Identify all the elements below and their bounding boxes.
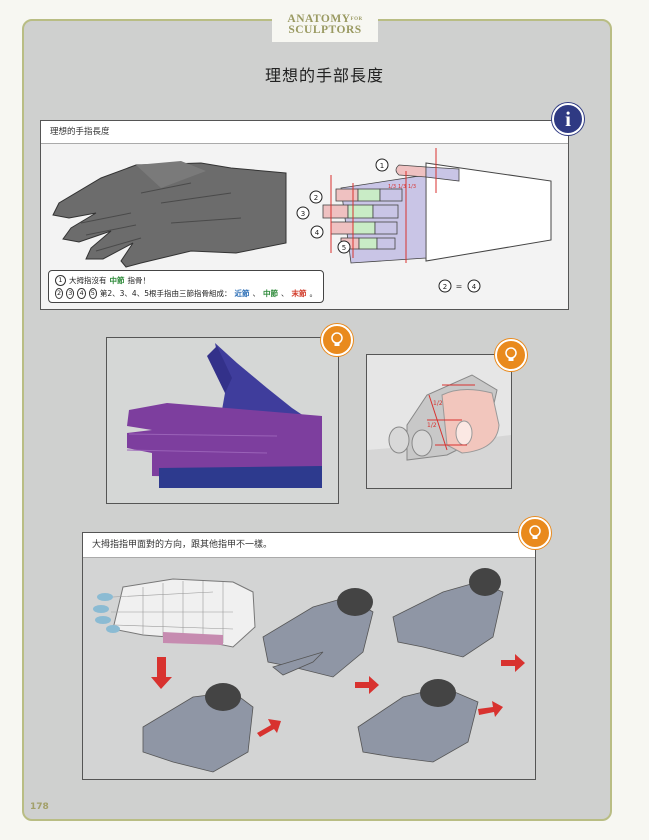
- lightbulb-icon: [519, 517, 551, 549]
- fraction-label: 1/3: [408, 184, 416, 190]
- fraction-label: 1/3: [388, 184, 396, 190]
- fraction-label: 1/2: [433, 400, 443, 407]
- svg-text:=: =: [456, 282, 463, 291]
- wireframe-hand-top-left: [93, 578, 256, 648]
- red-arrow-down: [151, 657, 172, 689]
- thumbnail-direction-panel: 大拇指指甲面對的方向，跟其他指甲不一樣。: [82, 517, 551, 780]
- panel-header: 大拇指指甲面對的方向，跟其他指甲不一樣。: [83, 533, 535, 558]
- hand-proportion-panel: [106, 324, 353, 504]
- finger-number-3: 3: [301, 210, 305, 218]
- finger-number-2: 2: [314, 194, 318, 202]
- dark-sleeve: [205, 568, 501, 711]
- logo: ANATOMYFOR SCULPTORS: [272, 13, 378, 42]
- svg-text:4: 4: [472, 283, 477, 291]
- page-number: 178: [30, 802, 49, 812]
- finger-length-illustration: 1/3 1/3 1/3 1 2 3 4 5 2 =: [52, 148, 552, 293]
- fraction-label: 1/3: [398, 184, 406, 190]
- fraction-label: 1/2: [427, 422, 437, 429]
- lightbulb-icon: [321, 324, 353, 356]
- svg-text:2: 2: [443, 283, 447, 291]
- finger-bone-diagram: 1/3 1/3 1/3 1 2 3 4 5: [296, 148, 552, 264]
- page-title: 理想的手部長度: [264, 66, 384, 85]
- note-line-thumb: 1 大拇指沒有中節指骨！: [55, 274, 317, 287]
- finger-number-1: 1: [380, 162, 384, 170]
- info-icon: i: [552, 103, 584, 135]
- panel-header: 理想的手指長度: [41, 121, 568, 144]
- finger-half-illustration: 1/2 1/2: [367, 374, 511, 488]
- thumbnail-direction-illustration: [93, 568, 525, 773]
- grey-hand-model: [142, 581, 504, 773]
- finger-equation: 2 = 4: [438, 279, 481, 293]
- hand-proportion-illustration: [126, 343, 322, 488]
- finger-number-5: 5: [342, 244, 346, 252]
- finger-half-panel: 1/2 1/2: [366, 339, 527, 489]
- lightbulb-icon: [495, 339, 527, 371]
- red-arrow-right: [257, 654, 525, 737]
- finger-number-4: 4: [315, 229, 320, 237]
- realistic-hand-image: [52, 161, 287, 268]
